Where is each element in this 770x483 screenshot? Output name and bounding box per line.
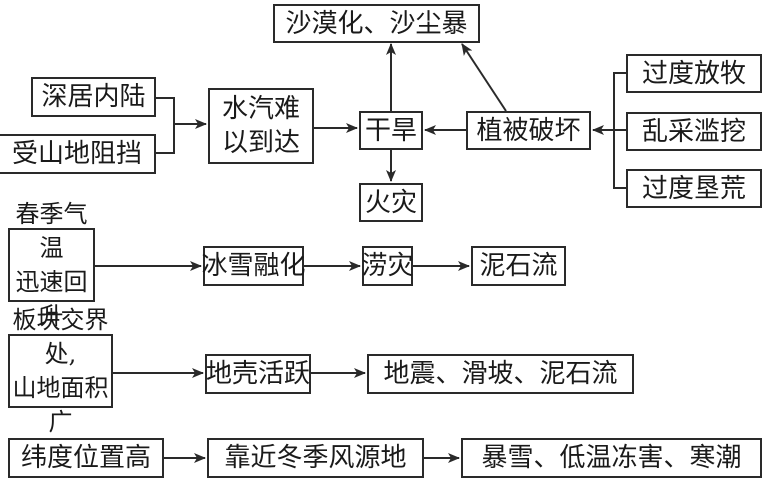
node-label: 沙漠化、沙尘暴 bbox=[285, 8, 468, 39]
node-vegetation: 植被破坏 bbox=[466, 111, 591, 150]
node-inland: 深居内陆 bbox=[31, 77, 156, 117]
node-overcultivation: 过度垦荒 bbox=[626, 169, 762, 208]
node-spring-warming: 春季气温 迅速回升 bbox=[8, 200, 95, 330]
node-fire: 火灾 bbox=[359, 183, 423, 222]
node-label: 泥石流 bbox=[479, 251, 558, 281]
node-label: 地震、滑坡、泥石流 bbox=[383, 359, 618, 389]
connector-mountain bbox=[156, 124, 175, 154]
node-overharvest: 乱采滥挖 bbox=[626, 112, 762, 151]
node-high-latitude: 纬度位置高 bbox=[8, 438, 164, 478]
node-label: 深居内陆 bbox=[41, 82, 146, 112]
node-label: 植被破坏 bbox=[476, 115, 581, 146]
node-crust-active: 地壳活跃 bbox=[205, 354, 311, 394]
node-flood: 涝灾 bbox=[361, 246, 414, 286]
node-label: 冰雪融化 bbox=[201, 251, 306, 281]
node-overgrazing: 过度放牧 bbox=[626, 54, 762, 93]
node-vapor: 水汽难 以到达 bbox=[208, 88, 314, 164]
node-label: 暴雪、低温冻害、寒潮 bbox=[481, 443, 742, 473]
node-label: 受山地阻挡 bbox=[11, 139, 142, 169]
node-label: 过度放牧 bbox=[641, 58, 746, 89]
node-mountain-block: 受山地阻挡 bbox=[0, 134, 156, 174]
node-label-line2: 以到达 bbox=[221, 128, 300, 158]
node-label-line1: 水汽难 bbox=[221, 94, 300, 124]
node-label: 火灾 bbox=[364, 187, 417, 218]
node-quake-result: 地震、滑坡、泥石流 bbox=[367, 354, 634, 394]
node-label: 过度垦荒 bbox=[641, 173, 746, 204]
node-label: 干旱 bbox=[364, 115, 417, 146]
connector-overgrazing bbox=[613, 72, 626, 130]
node-label-line2: 山地面积广 bbox=[12, 374, 109, 436]
node-label-line1: 板块交界处, bbox=[12, 306, 109, 368]
node-label: 涝灾 bbox=[361, 251, 414, 281]
node-monsoon-source: 靠近冬季风源地 bbox=[207, 438, 424, 478]
node-label-line1: 春季气温 bbox=[15, 200, 88, 262]
node-label: 地壳活跃 bbox=[206, 359, 311, 389]
node-drought: 干旱 bbox=[359, 111, 423, 150]
node-snowmelt: 冰雪融化 bbox=[201, 246, 306, 286]
connector-inland bbox=[156, 97, 175, 124]
node-label: 靠近冬季风源地 bbox=[224, 443, 407, 473]
node-plate-boundary: 板块交界处, 山地面积广 bbox=[8, 306, 113, 436]
node-debris-flow: 泥石流 bbox=[471, 246, 566, 286]
node-label-line2: 迅速回升 bbox=[15, 268, 88, 330]
connector-overcultivation bbox=[613, 130, 626, 189]
node-label: 乱采滥挖 bbox=[641, 116, 746, 147]
node-label: 纬度位置高 bbox=[20, 443, 151, 473]
node-cold-result: 暴雪、低温冻害、寒潮 bbox=[461, 438, 762, 478]
arrow-vegetation-desertification bbox=[461, 43, 507, 112]
node-desertification: 沙漠化、沙尘暴 bbox=[273, 4, 480, 43]
